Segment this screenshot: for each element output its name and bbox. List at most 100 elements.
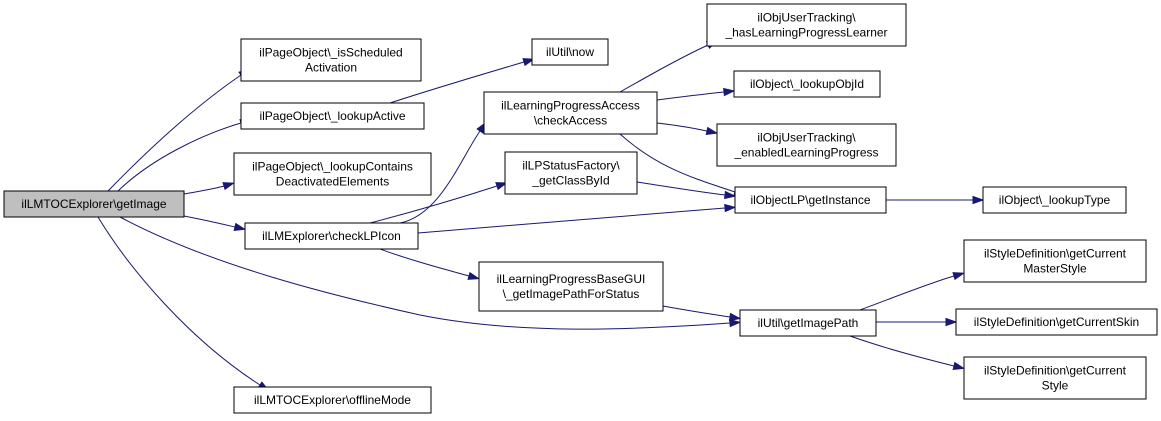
- arrowhead: [222, 182, 236, 191]
- node-label: ilStyleDefinition\getCurrent: [984, 247, 1127, 261]
- node-box: [963, 239, 1147, 283]
- node-box: [733, 70, 881, 98]
- node-label: ilLMExplorer\checkLPIcon: [262, 229, 401, 243]
- node-objId[interactable]: ilObject\_lookupObjId: [733, 70, 881, 98]
- node-getInstance[interactable]: ilObjectLP\getInstance: [734, 186, 887, 214]
- node-box: [963, 356, 1147, 400]
- node-skin[interactable]: ilStyleDefinition\getCurrentSkin: [955, 308, 1158, 336]
- node-box: [739, 309, 877, 337]
- node-label: Style: [1042, 379, 1069, 393]
- node-factory[interactable]: ilLPStatusFactory\_getClassById: [504, 151, 638, 195]
- edge-root-to-contains: [183, 182, 236, 195]
- node-label: \_getImagePathForStatus: [503, 287, 640, 301]
- node-box: [240, 102, 425, 130]
- node-hasLearner[interactable]: ilObjUserTracking\_hasLearningProgressLe…: [706, 3, 907, 47]
- node-label: _getClassById: [531, 174, 609, 188]
- node-root[interactable]: ilLMTOCExplorer\getImage: [3, 190, 185, 218]
- edge-imagePath-to-skin: [876, 317, 958, 327]
- node-label: ilObjUserTracking\: [757, 11, 856, 25]
- node-label: ilLMTOCExplorer\offlineMode: [254, 393, 411, 407]
- edge-root-to-lookupActive: [117, 119, 253, 192]
- node-baseGui[interactable]: ilLearningProgressBaseGUI\_getImagePathF…: [478, 261, 664, 312]
- node-label: ilStyleDefinition\getCurrent: [984, 364, 1127, 378]
- node-box: [504, 151, 638, 195]
- node-label: ilLPStatusFactory\: [522, 159, 620, 173]
- node-label: _enabledLearningProgress: [733, 146, 878, 160]
- node-label: ilLMTOCExplorer\getImage: [21, 197, 166, 211]
- node-label: ilPageObject\_isScheduled: [259, 46, 402, 60]
- arrowhead: [724, 203, 737, 213]
- arrowhead: [724, 190, 737, 200]
- node-box: [734, 186, 887, 214]
- node-enabled[interactable]: ilObjUserTracking\_enabledLearningProgre…: [716, 123, 897, 167]
- edge-checkAccess-to-hasLearner: [619, 40, 719, 93]
- node-box: [233, 386, 432, 414]
- node-label: ilObjectLP\getInstance: [750, 193, 870, 207]
- node-lookupActive[interactable]: ilPageObject\_lookupActive: [240, 102, 425, 130]
- arrowhead: [467, 271, 481, 280]
- node-label: MasterStyle: [1023, 262, 1087, 276]
- node-label: ilObject\_lookupObjId: [750, 77, 864, 91]
- edge-imagePath-to-style: [849, 335, 966, 370]
- edge-checkLP-to-getInstance: [417, 203, 737, 234]
- arrowhead: [495, 182, 508, 191]
- arrowhead: [729, 318, 742, 328]
- node-checkLP[interactable]: ilLMExplorer\checkLPIcon: [244, 222, 419, 250]
- edge-root-to-offline: [97, 216, 270, 392]
- node-label: ilObjUserTracking\: [757, 131, 856, 145]
- arrowhead: [945, 317, 958, 327]
- node-lookupType[interactable]: ilObject\_lookupType: [982, 186, 1127, 214]
- node-label: ilUtil\now: [546, 45, 594, 59]
- node-box: [3, 190, 185, 218]
- node-box: [244, 222, 419, 250]
- arrowhead: [728, 312, 742, 322]
- node-box: [716, 123, 897, 167]
- edge-checkAccess-to-enabled: [656, 122, 719, 136]
- node-box: [955, 308, 1158, 336]
- node-label: ilUtil\getImagePath: [758, 316, 859, 330]
- node-label: ilLearningProgressAccess: [501, 99, 640, 113]
- edge-factory-to-getInstance: [636, 181, 737, 200]
- node-label: Activation: [305, 61, 357, 75]
- node-label: ilPageObject\_lookupActive: [259, 109, 405, 123]
- edge-getInstance-to-lookupType: [886, 195, 985, 205]
- node-box: [706, 3, 907, 47]
- edge-checkAccess-to-objId: [656, 87, 736, 101]
- node-imagePath[interactable]: ilUtil\getImagePath: [739, 309, 877, 337]
- node-label: ilStyleDefinition\getCurrentSkin: [974, 315, 1139, 329]
- edge-imagePath-to-master: [859, 272, 966, 311]
- node-box: [478, 261, 664, 312]
- node-label: ilLearningProgressBaseGUI: [497, 272, 646, 286]
- nodes-layer: ilLMTOCExplorer\getImage ilPageObject\_is…: [3, 3, 1158, 414]
- arrowhead: [972, 195, 985, 205]
- node-label: ilObject\_lookupType: [999, 193, 1111, 207]
- edge-root-to-imagePath: [119, 216, 742, 330]
- node-box: [982, 186, 1127, 214]
- arrowhead: [705, 126, 719, 136]
- arrowhead: [233, 222, 247, 231]
- node-label: \checkAccess: [534, 114, 607, 128]
- node-contains[interactable]: ilPageObject\_lookupContainsDeactivatedE…: [233, 152, 432, 196]
- arrowhead: [522, 58, 536, 67]
- node-box: [233, 152, 432, 196]
- arrowhead: [952, 272, 966, 281]
- node-label: ilPageObject\_lookupContains: [252, 160, 413, 174]
- node-offline[interactable]: ilLMTOCExplorer\offlineMode: [233, 386, 432, 414]
- node-now[interactable]: ilUtil\now: [531, 38, 609, 66]
- node-box: [531, 38, 609, 66]
- node-label: DeactivatedElements: [276, 175, 389, 189]
- edge-checkLP-to-baseGui: [379, 248, 481, 280]
- edge-checkLP-to-factory: [369, 182, 508, 224]
- arrowhead: [723, 87, 736, 97]
- edge-root-to-checkLP: [183, 215, 247, 231]
- node-label: _hasLearningProgressLearner: [724, 26, 887, 40]
- node-box: [240, 38, 422, 82]
- edge-baseGui-to-imagePath: [662, 305, 742, 322]
- edge-root-to-sched: [107, 68, 251, 192]
- node-box: [483, 91, 658, 135]
- node-checkAccess[interactable]: ilLearningProgressAccess\checkAccess: [483, 91, 658, 135]
